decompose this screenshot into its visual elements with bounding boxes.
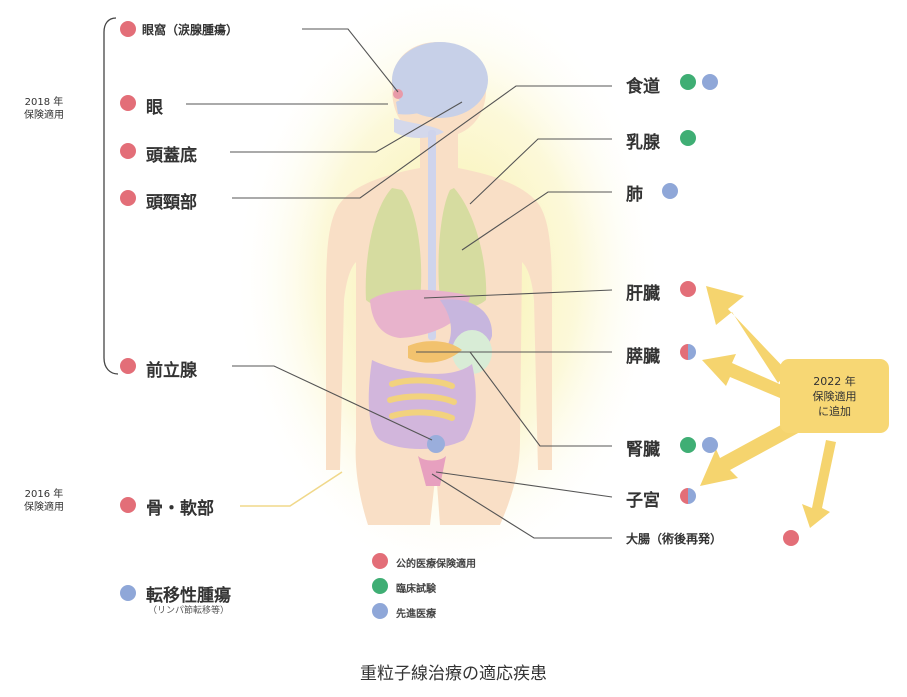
liver-dot-public (680, 281, 696, 297)
breast-label: 乳腺 (626, 128, 660, 153)
group-2016-insurance: 保険適用 (24, 501, 64, 514)
colon-dot-public (783, 530, 799, 546)
prostate-mark (427, 435, 445, 453)
uterus-label: 子宮 (626, 486, 660, 511)
badge-added: に追加 (818, 404, 851, 419)
legend-public-label: 公的医療保険適用 (396, 555, 476, 570)
legend-dot-advanced (372, 603, 388, 619)
legend-advanced-label: 先進医療 (396, 605, 436, 620)
prostate-dot-public (120, 358, 136, 374)
uterus-dot-public-advanced (680, 488, 696, 504)
kidney-label: 腎臓 (626, 435, 660, 460)
eye-mark (393, 89, 403, 99)
esophagus-label: 食道 (626, 72, 660, 97)
metastatic-sublabel: （リンパ節転移等） (148, 603, 229, 616)
kidney-dot-clinical (680, 437, 696, 453)
pancreas-dot-public-advanced (680, 344, 696, 360)
skullbase-dot-public (120, 143, 136, 159)
eyesocket-label: 眼窩（涙腺腫瘍） (142, 21, 238, 38)
group-2018-insurance: 保険適用 (24, 109, 64, 122)
group-2016-year: 2016 年 (24, 488, 64, 501)
liver-label: 肝臓 (626, 279, 660, 304)
bone-label: 骨・軟部 (146, 494, 214, 519)
lung-dot-advanced (662, 183, 678, 199)
legend-dot-clinical (372, 578, 388, 594)
badge-year: 2022 年 (813, 374, 856, 389)
colon-label: 大腸（術後再発） (626, 530, 722, 547)
esophagus-dot-clinical (680, 74, 696, 90)
skullbase-label: 頭蓋底 (146, 141, 197, 166)
eyesocket-dot-public (120, 21, 136, 37)
eye-label: 眼 (146, 93, 163, 118)
prostate-label: 前立腺 (146, 356, 197, 381)
eye-dot-public (120, 95, 136, 111)
esophagus-dot-advanced (702, 74, 718, 90)
bracket-2018 (104, 18, 118, 374)
pancreas-label: 膵臓 (626, 342, 660, 367)
metastatic-dot-advanced (120, 585, 136, 601)
headneck-dot-public (120, 190, 136, 206)
bone-dot-public (120, 497, 136, 513)
group-2018-year: 2018 年 (24, 96, 64, 109)
figure-caption: 重粒子線治療の適応疾患 (0, 659, 907, 684)
lung-label: 肺 (626, 180, 643, 205)
badge-2022: 2022 年 保険適用 に追加 (780, 359, 889, 433)
kidney-dot-advanced (702, 437, 718, 453)
badge-insurance: 保険適用 (813, 389, 857, 404)
breast-dot-clinical (680, 130, 696, 146)
group-2016-label: 2016 年 保険適用 (24, 488, 64, 514)
legend-dot-public (372, 553, 388, 569)
legend-clinical-label: 臨床試験 (396, 580, 436, 595)
headneck-label: 頭頸部 (146, 188, 197, 213)
group-2018-label: 2018 年 保険適用 (24, 96, 64, 122)
